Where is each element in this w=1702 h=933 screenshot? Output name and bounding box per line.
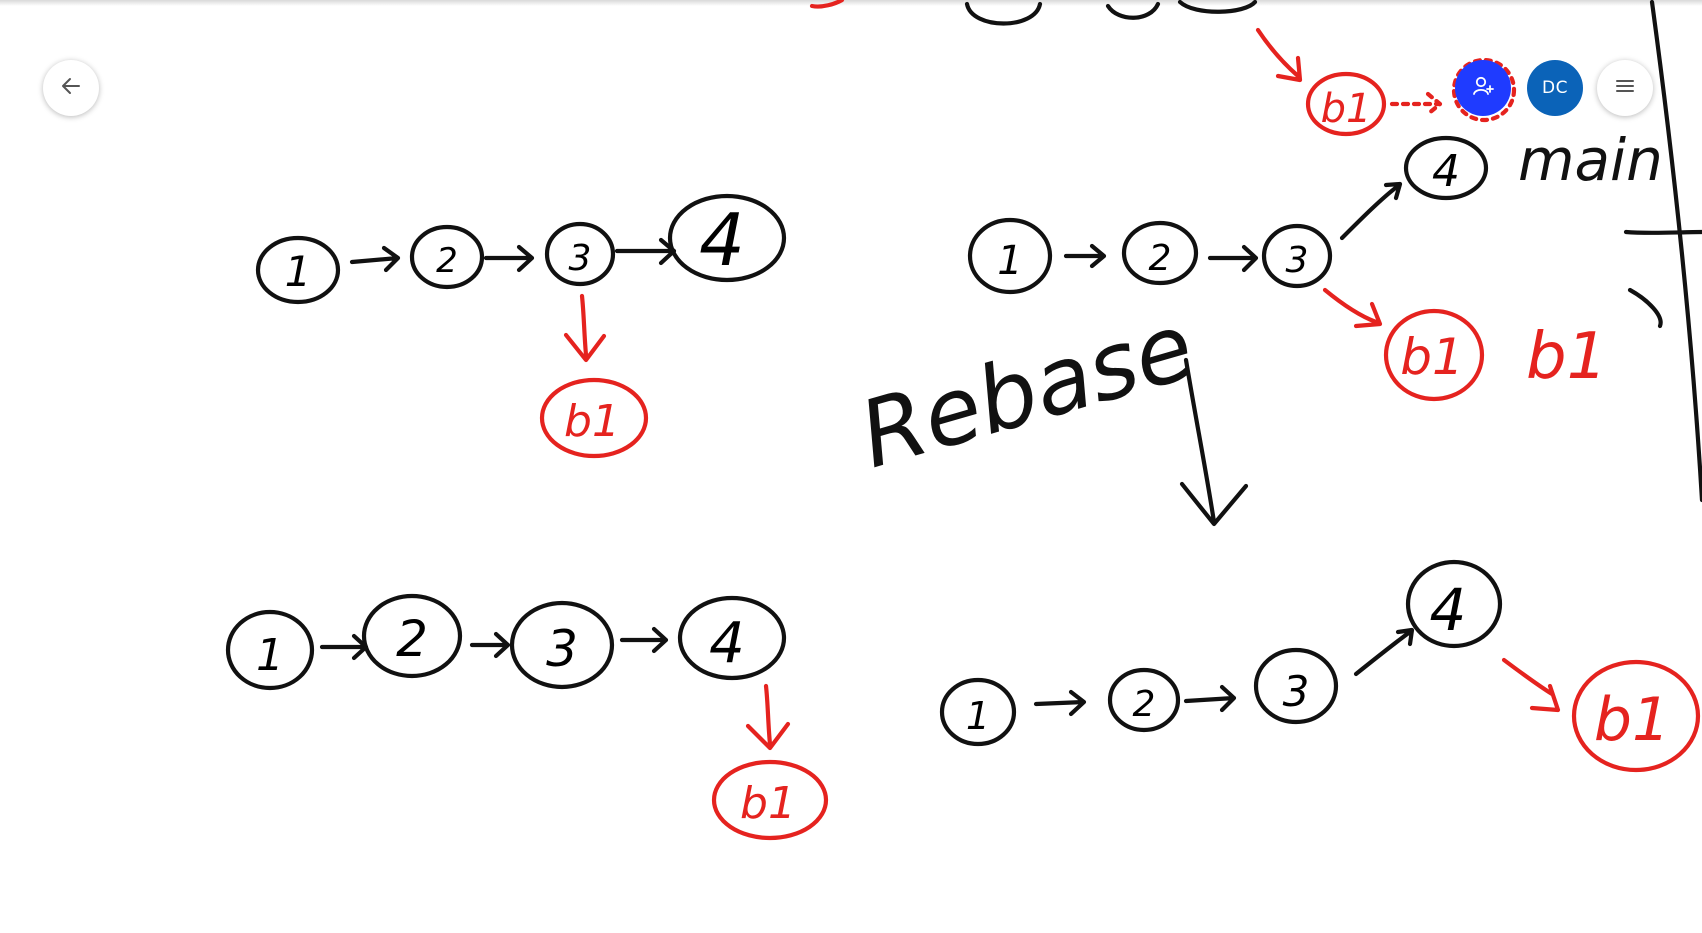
- rebase-label: Rebase: [849, 293, 1205, 490]
- commit-label: 2: [396, 610, 428, 668]
- commit-label: 1: [285, 247, 312, 296]
- commit-node: [1405, 559, 1503, 649]
- branch-label: b1: [1400, 328, 1464, 386]
- top-left-diagram: 1 2 3 4 b1: [255, 193, 787, 459]
- avatar-initials: DC: [1542, 78, 1568, 98]
- arrow-left-icon: [58, 73, 84, 103]
- commit-node: [1261, 223, 1333, 289]
- commit-node: [677, 595, 787, 681]
- commit-node: [509, 600, 615, 690]
- menu-button[interactable]: [1597, 60, 1653, 116]
- branch-label: b1: [1321, 86, 1372, 132]
- commit-node: [1253, 647, 1339, 725]
- top-right-diagram: b1 1 2 3 4 main b1 b1: [967, 27, 1663, 402]
- rebase-annotation: Rebase: [849, 293, 1249, 527]
- branch-node: [539, 377, 649, 459]
- bottom-left-diagram: 1 2 3 4 b1: [225, 593, 829, 841]
- commit-node: [1121, 220, 1199, 286]
- commit-label: 1: [256, 630, 284, 681]
- commit-label: 1: [997, 238, 1022, 284]
- bottom-right-diagram: 1 2 3 4 b1: [939, 559, 1701, 773]
- commit-node: [667, 193, 787, 283]
- commit-node: [255, 235, 341, 305]
- user-avatar[interactable]: DC: [1527, 60, 1583, 116]
- hamburger-menu-icon: [1613, 74, 1637, 102]
- commit-node: [967, 217, 1053, 295]
- commit-label: 3: [1286, 240, 1309, 281]
- share-button[interactable]: [1455, 60, 1511, 116]
- b1-branch-label: b1: [1526, 320, 1607, 394]
- commit-label: 3: [546, 620, 578, 678]
- add-person-icon: [1470, 73, 1496, 103]
- commit-node: [225, 609, 315, 691]
- window-top-edge: [0, 0, 1702, 6]
- commit-label: 2: [1149, 238, 1172, 279]
- branch-label: b1: [564, 396, 620, 447]
- commit-node: [939, 677, 1017, 747]
- branch-node: [1383, 308, 1485, 402]
- partial-top-drawing: [809, 0, 1258, 26]
- commit-label: 2: [1133, 684, 1156, 725]
- commit-node: [409, 224, 485, 290]
- commit-label: 4: [709, 611, 745, 676]
- commit-node: [544, 221, 616, 287]
- commit-label: 4: [1430, 576, 1467, 644]
- branch-node: [711, 759, 829, 841]
- commit-label: 1: [966, 694, 990, 738]
- commit-node: [1107, 667, 1181, 733]
- commit-label: 3: [1283, 667, 1310, 716]
- main-branch-label: main: [1518, 126, 1663, 194]
- commit-label: 4: [699, 198, 745, 282]
- right-edge-marks: [1623, 0, 1702, 503]
- commit-label: 2: [436, 241, 458, 281]
- commit-node: [361, 593, 463, 679]
- commit-label: 4: [1432, 146, 1460, 197]
- branch-label: b1: [740, 778, 796, 829]
- back-button[interactable]: [43, 60, 99, 116]
- branch-node: [1571, 659, 1701, 773]
- branch-label: b1: [1594, 685, 1670, 755]
- commit-label: 3: [569, 238, 592, 279]
- commit-node: [1403, 135, 1489, 201]
- branch-node: [1305, 71, 1387, 137]
